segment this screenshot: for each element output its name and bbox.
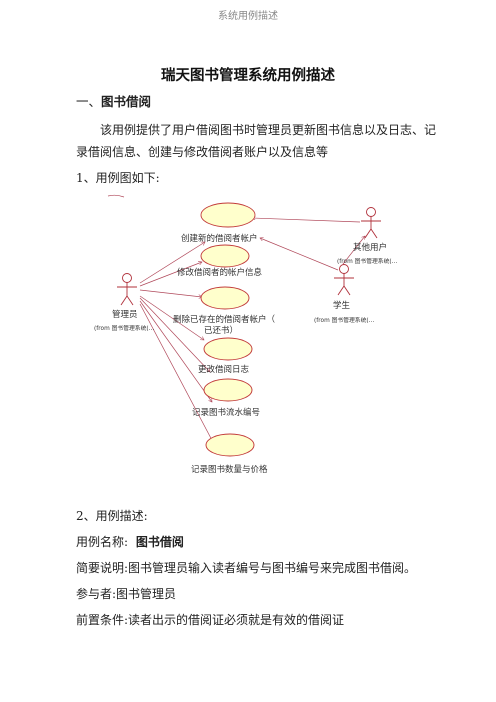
usecase-name-row: 用例名称: 图书借阅 <box>76 534 184 550</box>
intro-line-1: 该用例提供了用户借阅图书时管理员更新图书信息以及日志、记 <box>100 123 437 137</box>
usecase-modify-account-ellipse <box>200 244 250 268</box>
diagram-caption: 1、用例图如下: <box>76 171 160 185</box>
actor-other-user-name: 其他用户 <box>353 242 387 253</box>
section1-heading: 一、图书借阅 <box>76 94 151 110</box>
usecase-name-label: 用例名称: <box>76 535 129 549</box>
actor-admin-name: 管理员 <box>112 309 138 320</box>
actor-other-user-from: (from 图书管理系统(... <box>337 257 397 265</box>
section2-heading: 2、用例描述: <box>76 509 148 523</box>
usecase-record-serial-label: 记录图书流水编号 <box>192 407 260 418</box>
intro-line-2: 录借阅信息、创建与修改借阅者账户以及信息等 <box>76 145 329 159</box>
brief-description: 简要说明:图书管理员输入读者编号与图书编号来完成图书借阅。 <box>76 561 417 575</box>
usecase-record-qty-label: 记录图书数量与价格 <box>191 464 268 475</box>
usecase-name-value: 图书借阅 <box>135 535 184 549</box>
actor-student-from: (from 图书管理系统(... <box>314 316 374 324</box>
actor-student-name: 学生 <box>333 300 351 311</box>
usecase-delete-account-label-1: 删除已存在的借阅者帐户（ <box>173 314 276 325</box>
section1-number: 一、 <box>76 94 102 109</box>
pen-mark <box>107 194 125 198</box>
participant: 参与者:图书管理员 <box>76 587 177 601</box>
actor-other-user-icon <box>361 207 381 239</box>
usecase-update-log-ellipse <box>203 337 253 361</box>
precondition: 前置条件:读者出示的借阅证必须就是有效的借阅证 <box>76 613 345 627</box>
section1-title: 图书借阅 <box>101 94 152 109</box>
actor-admin-from: (from 图书管理系统(... <box>94 324 154 332</box>
usecase-update-log-label: 更改借阅日志 <box>198 364 250 375</box>
usecase-record-qty-ellipse <box>205 433 255 457</box>
usecase-delete-account-label-2: 已还书） <box>204 325 238 336</box>
student-association <box>260 238 339 271</box>
actor-student-icon <box>334 264 354 296</box>
usecase-record-serial-ellipse <box>203 378 253 402</box>
page-header: 系统用例描述 <box>218 11 278 22</box>
usecase-delete-account-ellipse <box>200 286 250 310</box>
usecase-create-account-label: 创建新的借阅者帐户 <box>181 233 258 244</box>
document-title: 瑞天图书管理系统用例描述 <box>161 67 335 84</box>
usecase-create-account-ellipse <box>200 202 256 228</box>
student-generalization <box>342 236 365 265</box>
admin-associations <box>139 241 214 444</box>
other-user-association <box>252 218 361 223</box>
usecase-modify-account-label: 修改借阅者的帐户信息 <box>177 267 263 278</box>
actor-admin-icon <box>117 273 137 306</box>
